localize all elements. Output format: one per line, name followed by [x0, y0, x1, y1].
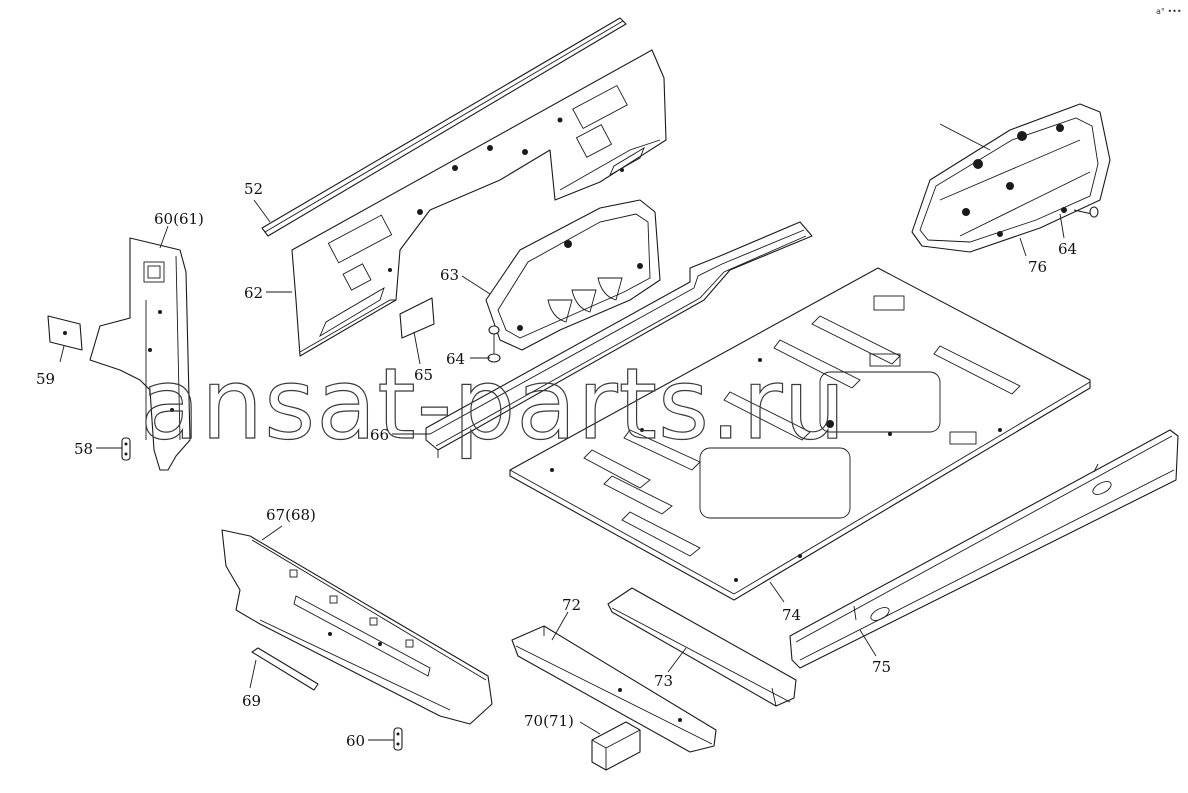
callout-64-left: 64 — [446, 350, 465, 368]
part-65-plate — [399, 297, 435, 339]
callout-60-61: 60(61) — [154, 210, 204, 228]
callout-74: 74 — [782, 606, 801, 624]
callout-67-68: 67(68) — [266, 506, 316, 524]
callout-labels: 52 60(61) 62 63 64 65 66 59 58 64 76 67(… — [36, 180, 1077, 750]
part-75-side-sill — [789, 429, 1179, 669]
part-69-strap — [251, 647, 319, 691]
callout-62: 62 — [244, 284, 263, 302]
callout-70-71: 70(71) — [524, 712, 574, 730]
part-66-floor-rail — [425, 221, 813, 458]
callout-59: 59 — [36, 370, 55, 388]
callout-66: 66 — [370, 426, 389, 444]
leader-lines — [59, 123, 1065, 741]
corner-mark: a° ••• — [1156, 7, 1182, 16]
part-60-clip — [393, 727, 403, 751]
callout-52: 52 — [244, 180, 263, 198]
part-73-crossmember — [607, 587, 797, 707]
part-63-inner-panel — [485, 199, 661, 351]
part-64-bolt-right — [1073, 206, 1099, 218]
callout-72: 72 — [562, 596, 581, 614]
callout-65: 65 — [414, 366, 433, 384]
part-67-68-side-member — [221, 529, 493, 725]
part-59-plate — [47, 315, 83, 351]
callout-76: 76 — [1028, 258, 1047, 276]
part-76-wheel-arch — [911, 103, 1111, 253]
part-72-crossmember — [511, 625, 717, 753]
part-74-floor-panel — [509, 267, 1091, 601]
part-64-bolt-left — [487, 325, 501, 363]
part-52-top-rail — [261, 17, 627, 237]
callout-69: 69 — [242, 692, 261, 710]
callout-58: 58 — [74, 440, 93, 458]
part-60-61-pillar — [89, 237, 191, 471]
part-62-rear-wall-panel — [291, 49, 667, 357]
callout-64-right: 64 — [1058, 240, 1077, 258]
callout-60: 60 — [346, 732, 365, 750]
callout-73: 73 — [654, 672, 673, 690]
watermark-text: ansat-parts.ru — [140, 348, 847, 462]
callout-75: 75 — [872, 658, 891, 676]
part-58-clip — [121, 437, 131, 461]
part-70-71-bracket — [591, 721, 641, 771]
callout-63: 63 — [440, 266, 459, 284]
